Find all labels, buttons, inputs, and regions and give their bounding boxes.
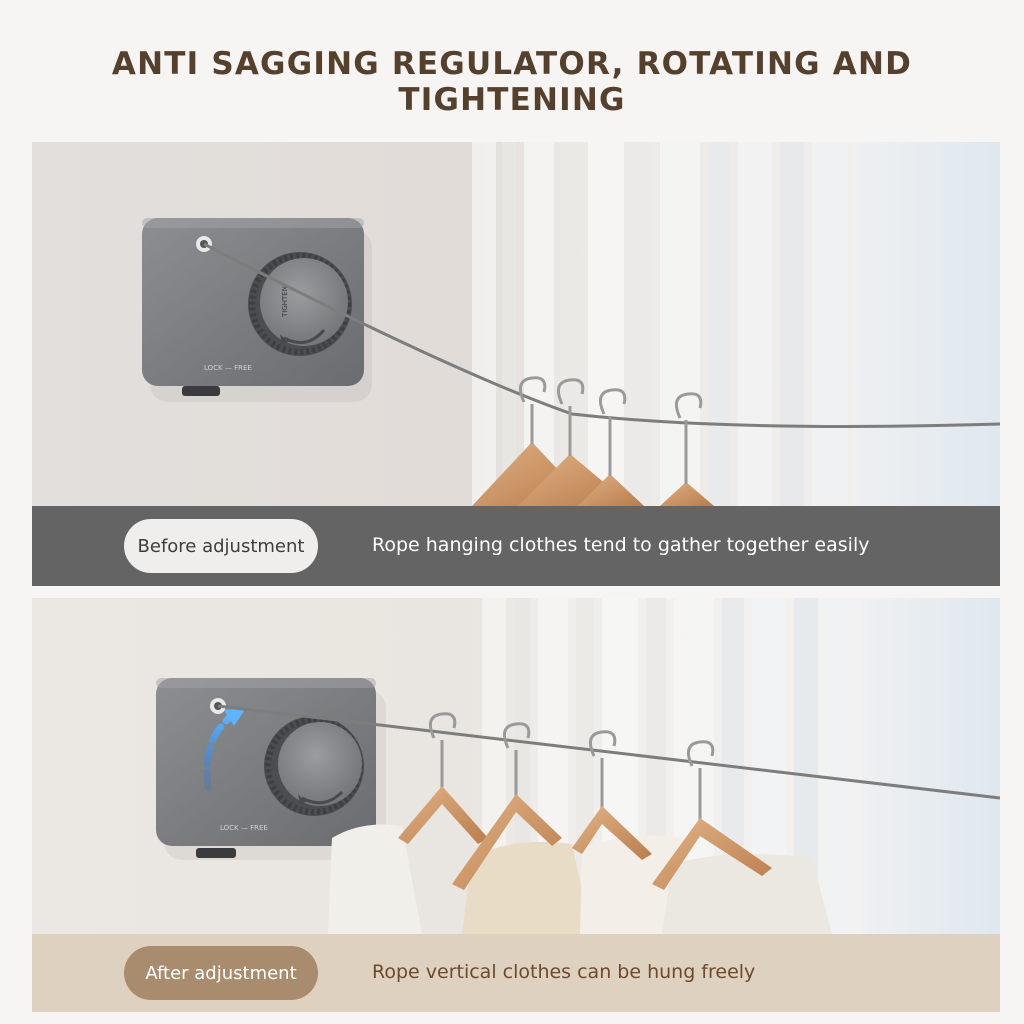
- svg-text:TIGHTEN: TIGHTEN: [281, 286, 289, 318]
- headline: ANTI SAGGING REGULATOR, ROTATING AND TIG…: [111, 46, 913, 118]
- after-caption-bar: After adjustment Rope vertical clothes c…: [32, 934, 1000, 1012]
- before-hangers: [472, 376, 714, 506]
- blue-tighten-arrow-icon: [203, 708, 246, 792]
- after-panel: LOCK — FREE: [32, 598, 1000, 1012]
- before-photo: TIGHTEN LOCK — FREE: [32, 142, 1000, 506]
- before-caption-bar: Before adjustment Rope hanging clothes t…: [32, 506, 1000, 586]
- after-hangers: [398, 712, 772, 890]
- before-label-pill: Before adjustment: [124, 519, 318, 573]
- before-panel: TIGHTEN LOCK — FREE: [32, 142, 1000, 586]
- after-photo: LOCK — FREE: [32, 598, 1000, 934]
- after-label-pill: After adjustment: [124, 946, 318, 1000]
- after-switch-text: LOCK — FREE: [220, 824, 268, 832]
- before-description: Rope hanging clothes tend to gather toge…: [372, 534, 870, 556]
- before-scene-illustration: TIGHTEN LOCK — FREE: [32, 142, 1000, 506]
- before-switch-text: LOCK — FREE: [204, 364, 252, 372]
- after-scene-illustration: LOCK — FREE: [32, 598, 1000, 934]
- after-description: Rope vertical clothes can be hung freely: [372, 961, 756, 983]
